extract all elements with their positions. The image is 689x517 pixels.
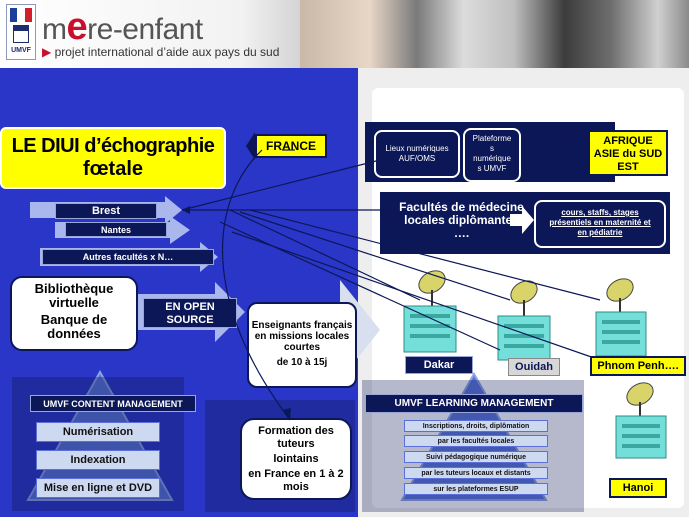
plateforme-line4: s UMVF: [477, 164, 507, 173]
brand-m: m: [42, 13, 67, 46]
satellite-building-icon: [403, 270, 457, 353]
learning-item-3: Suivi pédagogique numérique: [404, 451, 548, 463]
content-mgmt-header: UMVF CONTENT MANAGEMENT: [30, 395, 196, 412]
brand-title: mere-enfant: [42, 6, 203, 49]
nantes-box: Nantes: [65, 222, 167, 237]
city-phnom-penh: Phnom Penh….: [590, 356, 686, 376]
enseignants-line1: Enseignants français: [251, 320, 353, 331]
diui-title-line1: LE DIUI d’échographie: [11, 135, 215, 157]
learning-item-2: par les facultés locales: [404, 435, 548, 447]
brand-subtitle: ▶ projet international d’aide aux pays d…: [42, 45, 279, 59]
plateforme-box: Plateforme s numérique s UMVF: [463, 128, 521, 182]
biblio-line1: Bibliothèque: [34, 281, 114, 296]
facultes-line2: locales diplômantes: [404, 213, 519, 227]
bibliotheque-box: Bibliothèque virtuelle Banque de données: [10, 276, 138, 351]
learning-item-4: par les tuteurs locaux et distants: [404, 467, 548, 479]
formation-line5: mois: [283, 481, 309, 493]
formation-line3: lointains: [273, 453, 319, 465]
cours-line3: en pédiatrie: [577, 228, 623, 237]
lieux-line1: Lieux numériques: [385, 144, 449, 153]
plateforme-line1: Plateforme: [472, 134, 512, 143]
logo-caption: UMVF: [11, 47, 31, 54]
learning-mgmt-header: UMVF LEARNING MANAGEMENT: [365, 394, 583, 413]
city-hanoi: Hanoi: [609, 478, 667, 498]
satellite-building-icon: [615, 382, 667, 459]
satellite-building-icon: [595, 278, 647, 357]
enseignants-line3: courtes: [283, 342, 321, 353]
formation-box: Formation des tuteurs lointains en Franc…: [240, 418, 352, 500]
flag-icon: [10, 8, 32, 22]
connector-lines: [181, 149, 601, 421]
enseignants-box: Enseignants français en missions locales…: [247, 302, 357, 388]
diui-title-box: LE DIUI d’échographie fœtale: [0, 127, 226, 189]
header-photo-strip: [300, 0, 689, 68]
city-ouidah: Ouidah: [508, 358, 560, 376]
formation-line4: en France en 1 à 2: [248, 468, 344, 480]
cours-box: cours, staffs, stages présentiels en mat…: [534, 200, 666, 248]
lieux-numeriques-box: Lieux numériques AUF/OMS: [374, 130, 460, 178]
subtitle-arrow-icon: ▶: [42, 45, 52, 59]
content-item-mise-en-ligne: Mise en ligne et DVD: [36, 478, 160, 498]
brand-rest: re-enfant: [87, 13, 203, 46]
cours-line1: cours, staffs, stages: [561, 208, 639, 217]
open-source-line2: SOURCE: [166, 314, 214, 326]
city-dakar: Dakar: [405, 356, 473, 374]
biblio-line4: données: [47, 326, 101, 341]
france-box: FRANCE: [255, 134, 327, 158]
plateforme-line3: numérique: [473, 154, 511, 163]
subtitle-text: projet international d’aide aux pays du …: [54, 45, 280, 59]
afrique-line1: AFRIQUE: [603, 135, 653, 147]
formation-line2: tuteurs: [277, 438, 315, 450]
arrowheads: [182, 206, 395, 420]
learning-item-5: sur les plateformes ESUP: [404, 483, 548, 495]
biblio-line3: Banque de: [40, 312, 108, 327]
afrique-asie-box: AFRIQUE ASIE du SUD EST: [588, 130, 668, 176]
formation-line1: Formation des: [258, 425, 334, 437]
brest-box: Brest: [55, 203, 157, 219]
facultes-line1: Facultés de médecine: [399, 200, 524, 214]
facultes-box: Facultés de médecine locales diplômantes…: [394, 198, 529, 250]
diui-title-line2: fœtale: [83, 158, 143, 180]
cours-line2: présentiels en maternité et: [549, 218, 651, 227]
logo-building-icon: [13, 25, 29, 43]
open-source-box: EN OPEN SOURCE: [143, 298, 237, 328]
header-banner: UMVF mere-enfant ▶ projet international …: [0, 0, 689, 68]
biblio-line2: virtuelle: [49, 295, 99, 310]
afrique-line2: ASIE du SUD: [593, 148, 663, 160]
plateforme-line2: s: [490, 144, 494, 153]
content-item-numerisation: Numérisation: [36, 422, 160, 442]
learning-item-1: Inscriptions, droits, diplômation: [404, 420, 548, 432]
enseignants-line4: de 10 à 15j: [276, 357, 328, 368]
facultes-line3: ….: [453, 226, 470, 240]
enseignants-line2: en missions locales: [254, 331, 350, 342]
satellite-building-icon: [497, 280, 551, 361]
umvf-logo: UMVF: [6, 4, 36, 60]
afrique-line3: EST: [617, 161, 639, 173]
open-source-line1: EN OPEN: [165, 301, 215, 313]
content-item-indexation: Indexation: [36, 450, 160, 470]
lieux-line2: AUF/OMS: [398, 154, 436, 163]
autres-facultes-box: Autres facultés x N…: [42, 249, 214, 265]
brand-e: e: [66, 6, 88, 48]
